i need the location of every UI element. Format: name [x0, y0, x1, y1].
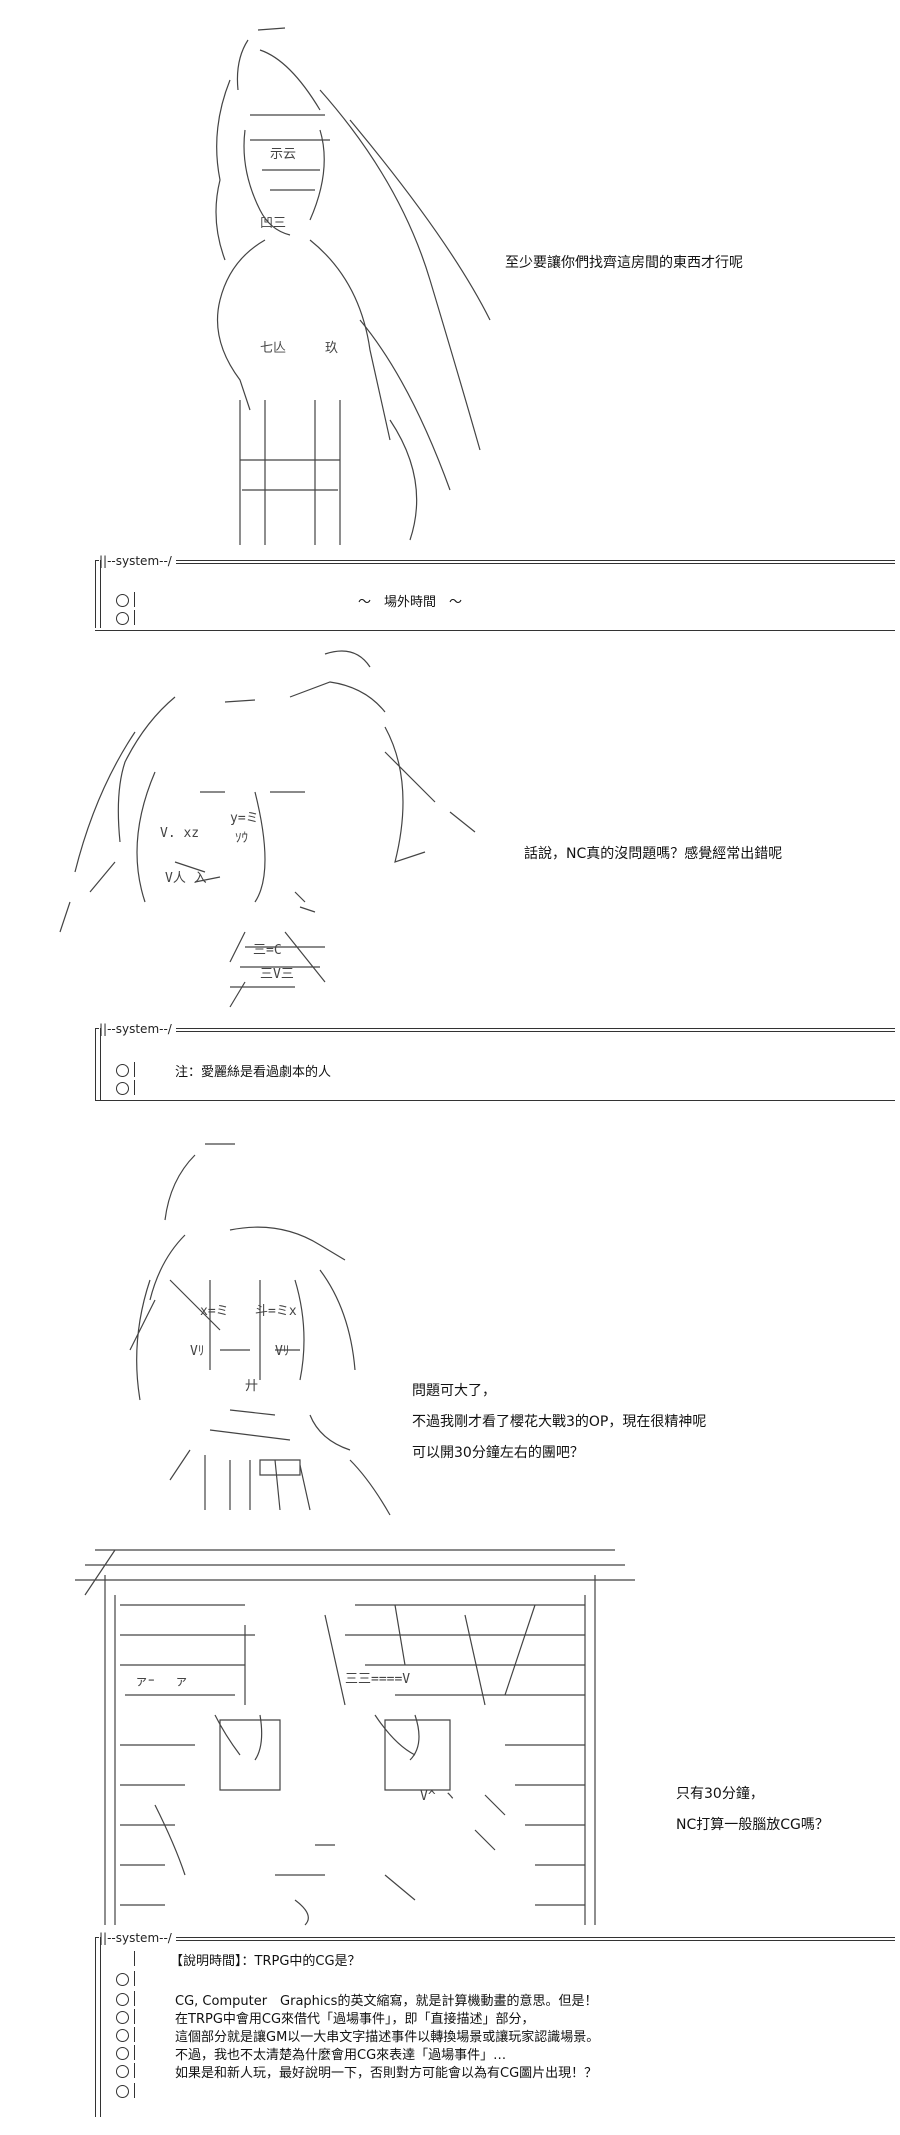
- character-ascii-art-3: x=ミ 斗=ミx Vﾘ Vﾘ 廾: [129, 1143, 391, 1516]
- svg-text:玖: 玖: [325, 340, 338, 356]
- character-ascii-art-1: 示云 凹三 七亾 玖: [215, 27, 491, 545]
- dialogue-panel-1: 至少要讓你們找齊這房間的東西才行呢: [505, 248, 743, 279]
- panel-1: 示云 凹三 七亾 玖 至少要讓你們找齊這房間的東西才行呢: [0, 0, 900, 550]
- system-box-1: ||--system--/ ～ 場外時間 ～: [95, 554, 895, 632]
- circle-icon: [116, 1082, 129, 1095]
- dialogue-line: NC打算一般腦放CG嗎？: [676, 1817, 829, 1833]
- dialogue-line: 可以開30分鐘左右的團吧？: [412, 1445, 584, 1461]
- svg-text:V. xz: V. xz: [160, 826, 199, 841]
- system-line: 在TRPG中會用CG來借代「過場事件」，即「直接描述」部分，: [175, 2012, 535, 2027]
- system-label: ||--system--/: [99, 1022, 176, 1036]
- dialogue-line: 問題可大了，: [412, 1383, 496, 1399]
- system-line: 這個部分就是讓GM以一大串文字描述事件以轉換場景或讓玩家認識場景。: [175, 2030, 600, 2045]
- dialogue-line: 不過我剛才看了櫻花大戰3的OP，現在很精神呢: [412, 1414, 707, 1430]
- character-ascii-art-2: y=ミ ｿｳ V. xz V人 入 三=C 三V三: [59, 650, 476, 1008]
- dialogue-panel-4: 只有30分鐘， NC打算一般腦放CG嗎？: [676, 1779, 829, 1841]
- system-heading: 【說明時間】：TRPG中的CG是？: [170, 1954, 361, 1969]
- system-box-2: ||--system--/ 注：愛麗絲是看過劇本的人: [95, 1022, 895, 1104]
- dialogue-line: 只有30分鐘，: [676, 1786, 764, 1802]
- svg-text:ァ: ァ: [175, 1674, 188, 1689]
- dialogue-panel-2: 話說，NC真的沒問題嗎？感覺經常出錯呢: [524, 839, 782, 870]
- circle-icon: [116, 612, 129, 625]
- svg-text:凹三: 凹三: [260, 216, 286, 231]
- circle-icon: [116, 594, 129, 607]
- svg-text:三V三: 三V三: [260, 967, 294, 982]
- svg-text:ァｰ: ァｰ: [135, 1674, 155, 1689]
- system-line: CG, Computer Graphics的英文縮寫，就是計算機動畫的意思。但是…: [175, 1994, 598, 2009]
- svg-text:Vﾘ: Vﾘ: [190, 1344, 204, 1359]
- system-label: ||--system--/: [99, 554, 176, 568]
- svg-text:示云: 示云: [270, 147, 296, 162]
- svg-text:Vﾘ: Vﾘ: [275, 1344, 289, 1359]
- system-box-3: ||--system--/ 【說明時間】：TRPG中的CG是？ CG, Comp…: [95, 1931, 895, 2123]
- svg-text:y=ミ: y=ミ: [230, 811, 259, 826]
- panel-3: x=ミ 斗=ミx Vﾘ Vﾘ 廾 問題可大了， 不過我剛才看了櫻花大戰3的OP，…: [0, 1140, 900, 1540]
- system-note: 注：愛麗絲是看過劇本的人: [175, 1065, 332, 1080]
- svg-text:三三====V: 三三====V: [345, 1672, 410, 1687]
- panel-4: ァｰ ァ 三三====V V^ ヽ 只有30分鐘， NC打算一般腦放CG嗎？: [0, 1545, 900, 1930]
- circle-icon: [116, 2085, 129, 2098]
- circle-icon: [116, 2065, 129, 2078]
- svg-text:ｿｳ: ｿｳ: [235, 831, 248, 846]
- system-line: 如果是和新人玩，最好說明一下，否則對方可能會以為有CG圖片出現！？: [175, 2066, 598, 2081]
- circle-icon: [116, 2011, 129, 2024]
- svg-text:V人 入: V人 入: [165, 871, 207, 886]
- character-ascii-art-4: ァｰ ァ 三三====V V^ ヽ: [75, 1549, 635, 1926]
- dialogue-line: 至少要讓你們找齊這房間的東西才行呢: [505, 255, 743, 271]
- circle-icon: [116, 1064, 129, 1077]
- scene-caption: ～ 場外時間 ～: [358, 595, 463, 610]
- svg-text:廾: 廾: [245, 1379, 258, 1394]
- svg-text:V^ ヽ: V^ ヽ: [420, 1789, 456, 1804]
- circle-icon: [116, 1993, 129, 2006]
- system-label: ||--system--/: [99, 1931, 176, 1945]
- svg-text:七亾: 七亾: [260, 341, 286, 356]
- dialogue-line: 話說，NC真的沒問題嗎？感覺經常出錯呢: [524, 846, 783, 862]
- circle-icon: [116, 2047, 129, 2060]
- svg-text:斗=ミx: 斗=ミx: [255, 1304, 297, 1319]
- panel-2: y=ミ ｿｳ V. xz V人 入 三=C 三V三 話說，NC真的沒問題嗎？感覺…: [0, 640, 900, 1020]
- svg-text:x=ミ: x=ミ: [200, 1304, 229, 1319]
- dialogue-panel-3: 問題可大了， 不過我剛才看了櫻花大戰3的OP，現在很精神呢 可以開30分鐘左右的…: [412, 1376, 706, 1469]
- svg-text:三=C: 三=C: [253, 943, 282, 958]
- circle-icon: [116, 1973, 129, 1986]
- circle-icon: [116, 2029, 129, 2042]
- system-line: 不過，我也不太清楚為什麼會用CG來表達「過場事件」…: [175, 2048, 507, 2063]
